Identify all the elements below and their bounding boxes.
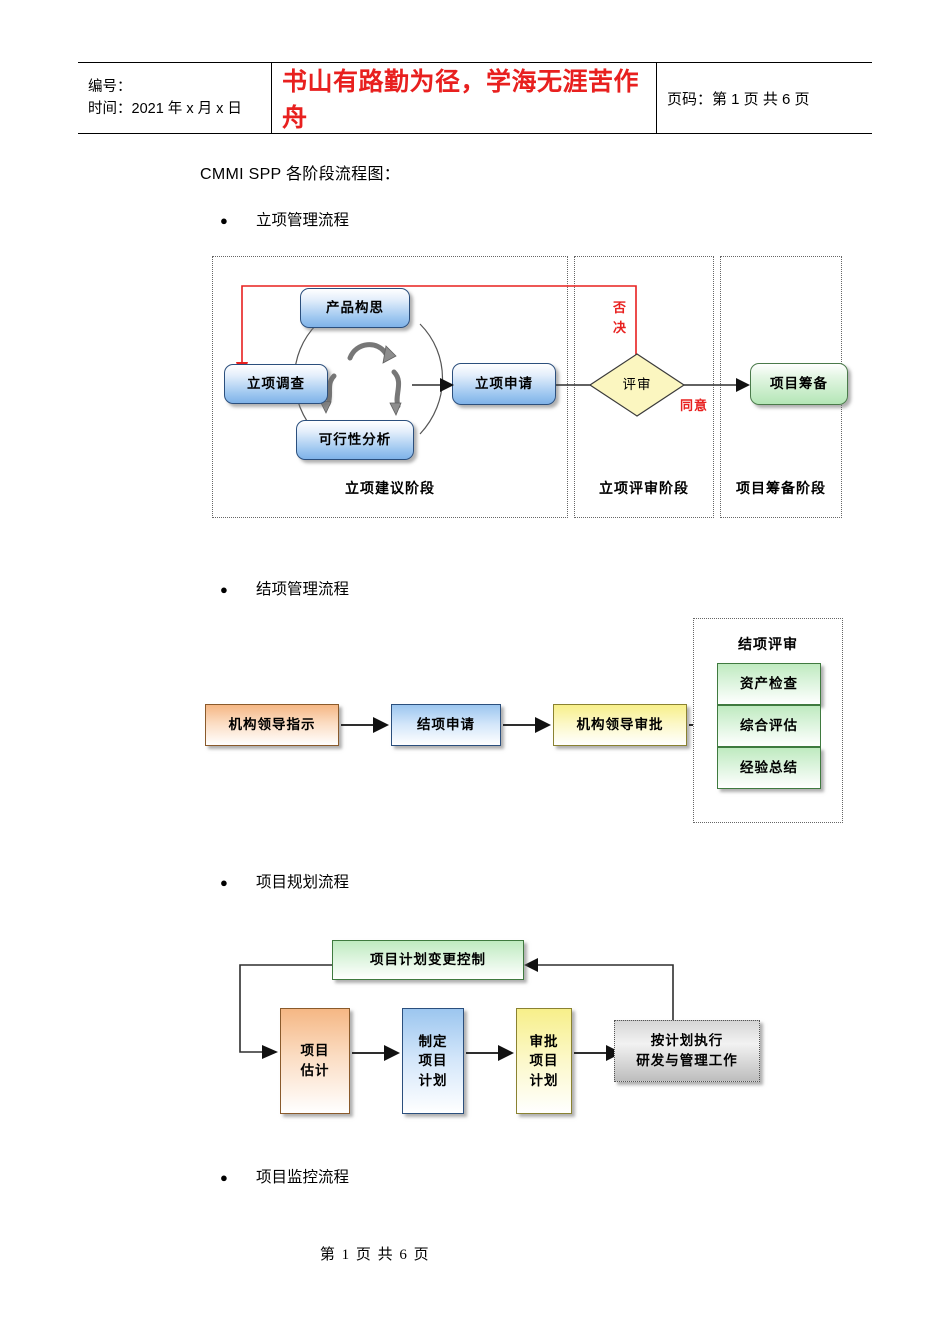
node-experience-summary: 经验总结 — [717, 747, 821, 789]
node-make-project-plan: 制定 项目 计划 — [402, 1008, 464, 1114]
node-line: 估计 — [300, 1063, 330, 1078]
arrow-estimation-to-plan — [352, 1045, 400, 1061]
node-line: 计划 — [529, 1072, 559, 1088]
arrow-application-to-approval — [503, 717, 551, 733]
node-line: 按计划执行 — [650, 1033, 724, 1049]
list-item-1: ● 立项管理流程 — [220, 208, 349, 230]
arrow-to-application — [412, 378, 454, 392]
node-line: 计划 — [418, 1072, 448, 1088]
node-project-estimation: 项目 估计 — [280, 1008, 350, 1114]
node-line: 项目 — [529, 1053, 559, 1069]
header-slogan: 书山有路勤为径，学海无涯苦作舟 — [282, 69, 640, 132]
node-org-leader-instruction: 机构领导指示 — [205, 704, 339, 746]
header-page-label: 页码：第 1 页 共 6 页 — [667, 90, 810, 108]
list-item-label: 立项管理流程 — [256, 212, 350, 229]
page-title: CMMI SPP 各阶段流程图： — [200, 166, 401, 183]
arrow-application-to-review — [556, 384, 594, 386]
node-approve-project-plan: 审批 项目 计划 — [516, 1008, 572, 1114]
header-number-label: 编号： — [88, 78, 132, 95]
bullet-marker: ● — [220, 213, 228, 228]
header-right-cell: 页码：第 1 页 共 6 页 — [657, 63, 872, 133]
stage-label-preparation: 项目筹备阶段 — [736, 480, 826, 496]
stage-label-proposal: 立项建议阶段 — [345, 480, 435, 496]
header-center-cell: 书山有路勤为径，学海无涯苦作舟 — [272, 63, 657, 133]
list-item-4: ● 项目监控流程 — [220, 1165, 349, 1187]
label-reject-line1: 否 — [612, 300, 627, 315]
arrow-instruction-to-application — [341, 717, 389, 733]
stage-label-review: 立项评审阶段 — [599, 480, 689, 496]
node-line: 项目 — [300, 1043, 330, 1059]
header-date-label: 时间：2021 年 x 月 x 日 — [88, 101, 242, 117]
node-execute-per-plan: 按计划执行 研发与管理工作 — [614, 1020, 760, 1082]
planning-feedback-lines — [239, 958, 674, 1059]
node-project-survey: 立项调查 — [224, 364, 328, 404]
label-reject-line2: 决 — [612, 319, 627, 335]
flowchart-project-closure: 机构领导指示 结项申请 机构领导审批 结项评审 资产检查 综合评估 经验总结 — [205, 618, 850, 823]
list-item-2: ● 结项管理流程 — [220, 577, 349, 599]
node-project-application: 立项申请 — [452, 363, 556, 405]
decision-review — [588, 353, 686, 417]
node-comprehensive-evaluation: 综合评估 — [717, 705, 821, 747]
list-item-label: 项目监控流程 — [256, 1169, 350, 1186]
label-agree: 同意 — [680, 398, 709, 413]
node-closure-application: 结项申请 — [391, 704, 501, 746]
arrow-plan-to-approval — [466, 1045, 514, 1061]
arrow-review-to-preparation — [684, 378, 750, 392]
node-line: 研发与管理工作 — [636, 1053, 738, 1068]
list-item-3: ● 项目规划流程 — [220, 870, 349, 892]
page-footer: 第 1 页 共 6 页 — [319, 1247, 431, 1263]
list-item-label: 项目规划流程 — [256, 874, 350, 891]
node-asset-check: 资产检查 — [717, 663, 821, 705]
list-item-label: 结项管理流程 — [256, 581, 350, 598]
flowchart-project-planning: 项目计划变更控制 项目 估计 制定 项目 计划 审批 项目 计划 按计划执行 研… — [228, 932, 768, 1114]
closure-review-title: 结项评审 — [738, 636, 798, 652]
node-plan-change-control: 项目计划变更控制 — [332, 940, 524, 980]
bullet-marker: ● — [220, 582, 228, 597]
node-project-preparation: 项目筹备 — [750, 363, 848, 405]
decision-review-label: 评审 — [622, 377, 652, 393]
bullet-marker: ● — [220, 875, 228, 890]
node-line: 制定 — [418, 1033, 448, 1049]
label-reject: 否 决 — [610, 298, 630, 337]
document-header-table: 编号： 时间：2021 年 x 月 x 日 书山有路勤为径，学海无涯苦作舟 页码… — [78, 62, 872, 134]
node-line: 审批 — [529, 1033, 559, 1049]
bullet-marker: ● — [220, 1170, 228, 1185]
node-feasibility-analysis: 可行性分析 — [296, 420, 414, 460]
node-org-leader-approval: 机构领导审批 — [553, 704, 687, 746]
node-product-idea: 产品构思 — [300, 288, 410, 328]
header-left-cell: 编号： 时间：2021 年 x 月 x 日 — [78, 63, 272, 133]
flowchart-project-initiation: 产品构思 立项调查 可行性分析 立项申请 评审 否 决 同意 项目筹备 立项建议… — [212, 256, 848, 518]
node-line: 项目 — [418, 1053, 448, 1069]
